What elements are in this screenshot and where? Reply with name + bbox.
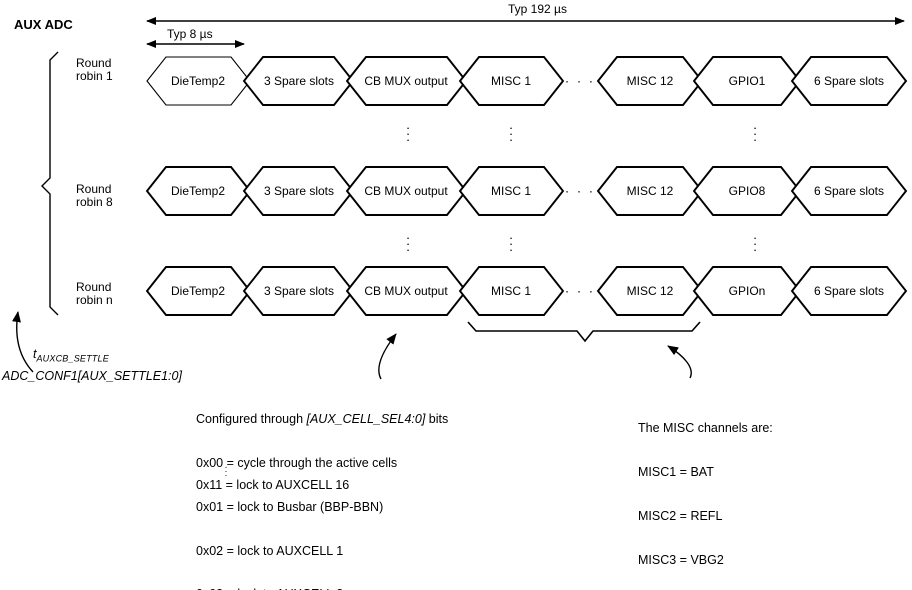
vertical-ellipsis-misc1-8-n: ... bbox=[509, 227, 513, 254]
slot-cb-mux-output: CB MUX output bbox=[364, 184, 448, 198]
slot-misc-1: MISC 1 bbox=[490, 284, 532, 298]
settle-symbol-subscript: AUXCB_SETTLE bbox=[36, 353, 109, 364]
round-robin-group-brace bbox=[41, 51, 59, 316]
slot-duration-label: Typ 8 µs bbox=[167, 27, 213, 41]
slot-gpio: GPIOn bbox=[728, 284, 766, 298]
vertical-ellipsis-gpio-1-8: ... bbox=[753, 117, 757, 144]
row-1-horizontal-ellipsis: · · · bbox=[564, 73, 596, 89]
cb-mux-note-ellipsis: ... bbox=[224, 460, 228, 478]
slot-gpio: GPIO1 bbox=[728, 74, 766, 88]
misc-note-heading: The MISC channels are: bbox=[638, 421, 773, 436]
slot-misc-12: MISC 12 bbox=[626, 284, 674, 298]
slot-3-spare-slots: 3 Spare slots bbox=[263, 284, 335, 298]
settle-time-register: ADC_CONF1[AUX_SETTLE1:0] bbox=[2, 369, 182, 383]
cb-mux-note-line-1: Configured through [AUX_CELL_SEL4:0] bit… bbox=[196, 412, 448, 427]
cb-mux-note-suffix: bits bbox=[425, 412, 449, 427]
slot-misc-1: MISC 1 bbox=[490, 74, 532, 88]
row-label-line2: robin 8 bbox=[76, 195, 113, 209]
misc-note-entry: MISC1 = BAT bbox=[638, 464, 714, 479]
total-duration-label: Typ 192 µs bbox=[508, 2, 567, 16]
slot-6-spare-slots: 6 Spare slots bbox=[813, 184, 885, 198]
row-label-round-robin-n: Round robin n bbox=[76, 281, 113, 307]
row-label-line1: Round bbox=[76, 280, 112, 294]
row-2-slot-shapes bbox=[145, 166, 908, 216]
slot-6-spare-slots: 6 Spare slots bbox=[813, 74, 885, 88]
slot-misc-1: MISC 1 bbox=[490, 184, 532, 198]
misc-range-brace bbox=[467, 321, 701, 343]
slot-3-spare-slots: 3 Spare slots bbox=[263, 74, 335, 88]
row-label-round-robin-1: Round robin 1 bbox=[76, 57, 113, 83]
slot-3-spare-slots: 3 Spare slots bbox=[263, 184, 335, 198]
slot-dietemp2: DieTemp2 bbox=[170, 74, 226, 88]
cb-mux-note-entry: 0x02 = lock to AUXCELL 1 bbox=[196, 543, 344, 558]
vertical-ellipsis-gpio-8-n: ... bbox=[753, 227, 757, 254]
cb-mux-note-leader bbox=[378, 333, 397, 380]
row-3-horizontal-ellipsis: · · · bbox=[564, 283, 596, 299]
row-label-line2: robin n bbox=[76, 293, 113, 307]
slot-misc-12: MISC 12 bbox=[626, 184, 674, 198]
cb-mux-note-last-entry: 0x11 = lock to AUXCELL 16 bbox=[196, 478, 350, 492]
slot-cb-mux-output: CB MUX output bbox=[364, 74, 448, 88]
settle-symbol-base: t bbox=[33, 347, 37, 361]
cb-mux-config-note: Configured through [AUX_CELL_SEL4:0] bit… bbox=[196, 383, 448, 590]
page-title: AUX ADC bbox=[14, 17, 73, 32]
cb-mux-note-entry: 0x00 = cycle through the active cells bbox=[196, 455, 398, 470]
misc-note-leader bbox=[667, 345, 692, 379]
row-2-horizontal-ellipsis: · · · bbox=[564, 183, 596, 199]
vertical-ellipsis-cbmux-1-8: ... bbox=[406, 117, 410, 144]
row-label-line1: Round bbox=[76, 56, 112, 70]
cb-mux-note-entry: 0x01 = lock to Busbar (BBP-BBN) bbox=[196, 499, 384, 514]
slot-gpio: GPIO8 bbox=[728, 184, 766, 198]
row-label-line1: Round bbox=[76, 182, 112, 196]
row-label-line2: robin 1 bbox=[76, 69, 113, 83]
row-label-round-robin-8: Round robin 8 bbox=[76, 183, 113, 209]
slot-6-spare-slots: 6 Spare slots bbox=[813, 284, 885, 298]
slot-misc-12: MISC 12 bbox=[626, 74, 674, 88]
row-3-slot-shapes bbox=[145, 266, 908, 316]
cb-mux-note-register: [AUX_CELL_SEL4:0] bbox=[306, 412, 426, 427]
misc-channel-note: The MISC channels are: MISC1 = BAT MISC2… bbox=[638, 392, 882, 590]
cb-mux-note-prefix: Configured through bbox=[196, 412, 307, 427]
slot-dietemp2: DieTemp2 bbox=[170, 184, 226, 198]
misc-note-entry: MISC3 = VBG2 bbox=[638, 552, 724, 567]
row-1-slot-shapes bbox=[146, 56, 908, 106]
cb-mux-note-entry: 0x03 = lock to AUXCELL 2 bbox=[196, 587, 448, 590]
slot-dietemp2: DieTemp2 bbox=[170, 284, 226, 298]
settle-time-leader bbox=[12, 311, 34, 373]
misc-note-entry: MISC2 = REFL bbox=[638, 508, 723, 523]
settle-time-symbol: tAUXCB_SETTLE bbox=[33, 348, 109, 366]
vertical-ellipsis-misc1-1-8: ... bbox=[509, 117, 513, 144]
vertical-ellipsis-cbmux-8-n: ... bbox=[406, 227, 410, 254]
slot-cb-mux-output: CB MUX output bbox=[364, 284, 448, 298]
